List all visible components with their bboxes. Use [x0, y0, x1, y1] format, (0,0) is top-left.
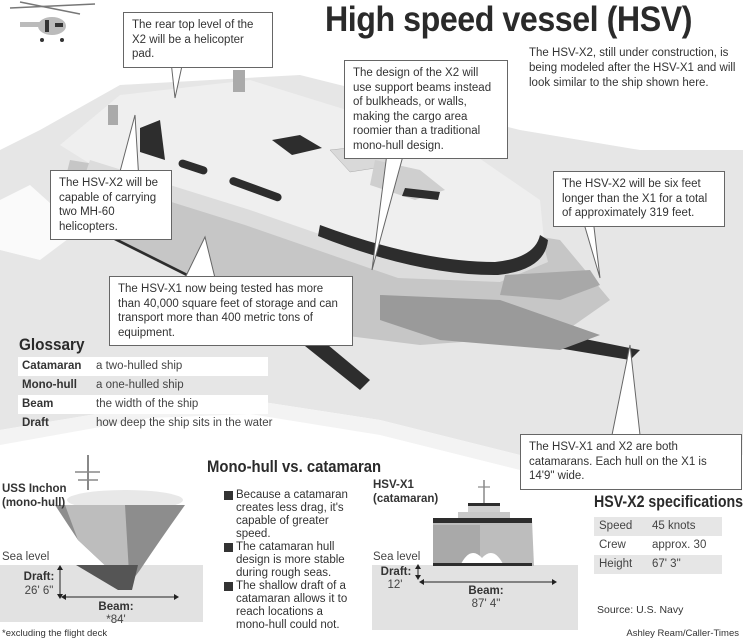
monohull-name: USS Inchon (mono-hull) — [2, 483, 67, 509]
catamaran-beam-value: 87' 4" — [471, 598, 501, 610]
bullet-item: The catamaran hull design is more stable… — [224, 541, 354, 580]
helicopter-icon — [9, 1, 96, 42]
comparison-bullets: Because a catamaran creates less drag, i… — [224, 489, 354, 632]
comparison-title: Mono-hull vs. catamaran — [207, 458, 382, 476]
glossary-definition: the width of the ship — [96, 398, 199, 410]
callout-storage: The HSV-X1 now being tested has more tha… — [109, 276, 353, 346]
monohull-beam-value: *84' — [106, 614, 126, 626]
intro-text: The HSV-X2, still under construction, is… — [529, 47, 736, 89]
spec-value: 45 knots — [652, 520, 696, 532]
glossary-definition: how deep the ship sits in the water — [96, 417, 273, 429]
spec-key: Height — [599, 558, 633, 570]
glossary-row: Beam the width of the ship — [18, 395, 268, 414]
spec-key: Speed — [599, 520, 633, 532]
monohull-draft-label: Draft: — [23, 571, 55, 583]
bullet-item: Because a catamaran creates less drag, i… — [224, 489, 354, 541]
catamaran-draft-value: 12' — [387, 579, 403, 591]
monohull-beam-label: Beam: — [98, 601, 134, 613]
bullet-square-icon — [224, 491, 233, 500]
spec-row: Height 67' 3" — [594, 555, 722, 574]
catamaran-beam-label: Beam: — [468, 585, 504, 597]
callout-support-beams: The design of the X2 will use support be… — [344, 60, 508, 159]
catamaran-sea-level: Sea level — [373, 551, 421, 563]
mono-hull-ship-drawing — [55, 455, 185, 590]
glossary-definition: a one-hulled ship — [96, 379, 184, 391]
catamaran-draft-label: Draft: — [380, 566, 412, 578]
glossary-term: Beam — [22, 398, 54, 410]
source-text: Source: U.S. Navy — [597, 604, 684, 616]
glossary-row: Catamaran a two-hulled ship — [18, 357, 268, 376]
callout-helicopters: The HSV-X2 will be capable of carrying t… — [50, 170, 172, 240]
bullet-square-icon — [224, 543, 233, 552]
spec-row: Speed 45 knots — [594, 517, 722, 536]
page-title: High speed vessel (HSV) — [325, 0, 693, 39]
spec-row: Crew approx. 30 — [594, 536, 722, 555]
footnote: *excluding the flight deck — [2, 628, 108, 639]
glossary-definition: a two-hulled ship — [96, 360, 183, 372]
glossary-term: Mono-hull — [22, 379, 77, 391]
glossary-row: Mono-hull a one-hulled ship — [18, 376, 268, 395]
callout-catamarans: The HSV-X1 and X2 are both catamarans. E… — [520, 434, 742, 490]
callout-helipad: The rear top level of the X2 will be a h… — [123, 12, 273, 68]
spec-value: 67' 3" — [652, 558, 681, 570]
glossary-title: Glossary — [19, 335, 85, 354]
specs-title: HSV-X2 specifications — [594, 493, 743, 511]
spec-key: Crew — [599, 539, 626, 551]
spec-value: approx. 30 — [652, 539, 707, 551]
glossary-term: Catamaran — [22, 360, 82, 372]
glossary-term: Draft — [22, 417, 49, 429]
credit-text: Ashley Ream/Caller-Times — [626, 628, 739, 639]
bullet-square-icon — [224, 582, 233, 591]
monohull-draft-value: 26' 6" — [24, 585, 54, 597]
monohull-sea-level: Sea level — [2, 551, 50, 563]
bullet-item: The shallow draft of a catamaran allows … — [224, 580, 354, 632]
catamaran-name: HSV-X1 (catamaran) — [373, 479, 439, 505]
glossary-row: Draft how deep the ship sits in the wate… — [18, 414, 272, 433]
catamaran-ship-drawing — [433, 480, 534, 566]
callout-length: The HSV-X2 will be six feet longer than … — [553, 171, 725, 227]
